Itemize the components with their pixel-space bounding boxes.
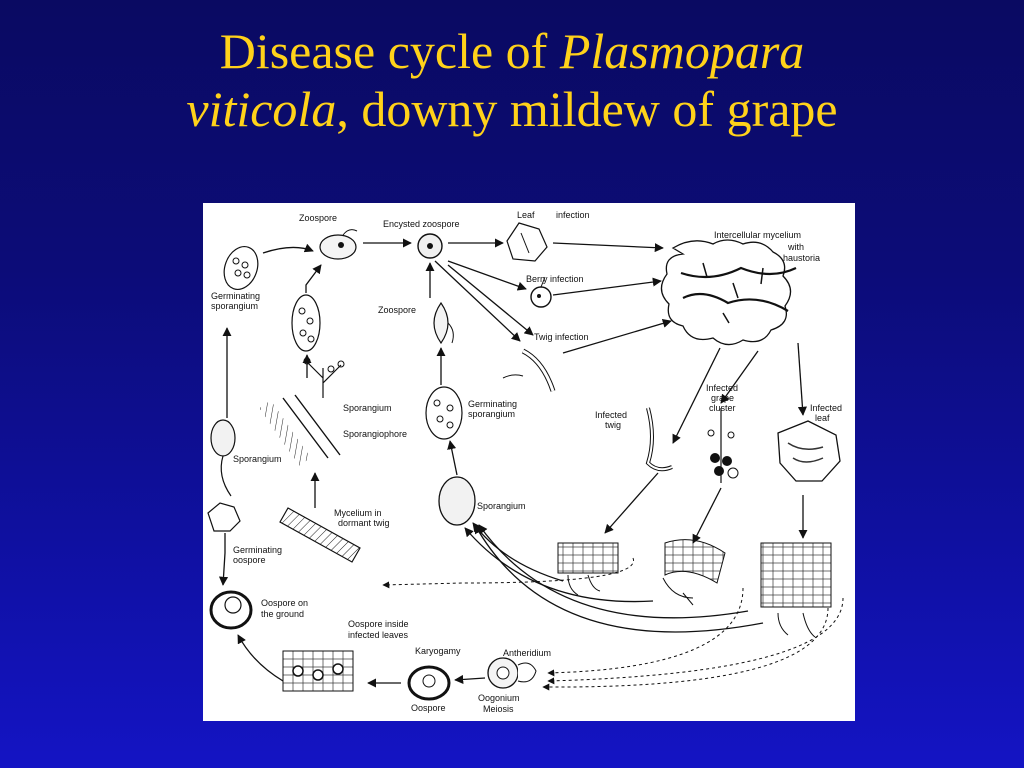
infected-grape-cluster-drawing xyxy=(708,408,738,483)
infected-twig-drawing xyxy=(648,408,672,469)
label-intercellular-mycelium-2: with xyxy=(787,242,804,252)
label-zoospore-mid: Zoospore xyxy=(378,305,416,315)
intercellular-mycelium-drawing xyxy=(661,240,796,345)
label-mycelium-dormant-2: dormant twig xyxy=(338,518,390,528)
germinating-sporangium-drawing-left xyxy=(292,295,320,351)
title-line-2: viticola, downy mildew of grape xyxy=(0,80,1024,138)
title-line-1: Disease cycle of Plasmopara xyxy=(0,22,1024,80)
title-italic-species: viticola xyxy=(186,81,336,137)
label-germinating-sporangium-left-1: Germinating xyxy=(211,291,260,301)
label-infected-twig-2: twig xyxy=(605,420,621,430)
sporangiophore-drawing xyxy=(259,358,344,466)
label-oospore-bottom: Oospore xyxy=(411,703,446,713)
label-infected-leaf-1: Infected xyxy=(810,403,842,413)
label-sporangium-mid: Sporangium xyxy=(477,501,526,511)
label-oospore-ground-2: the ground xyxy=(261,609,304,619)
title-italic-genus: Plasmopara xyxy=(560,23,804,79)
label-encysted-zoospore: Encysted zoospore xyxy=(383,219,460,229)
oospore-ground-drawing xyxy=(211,592,251,628)
label-mycelium-dormant-1: Mycelium in xyxy=(334,508,382,518)
label-oospore-inside-2: infected leaves xyxy=(348,630,409,640)
zoospore-drawing-mid xyxy=(434,303,453,343)
label-leaf: Leaf xyxy=(517,210,535,220)
leaf-infection-drawing xyxy=(507,223,547,261)
label-zoospore-top: Zoospore xyxy=(299,213,337,223)
oospore-bottom-drawing xyxy=(409,667,449,699)
tissue-section-berry xyxy=(663,540,725,605)
title-plain-1: Disease cycle of xyxy=(220,23,560,79)
label-berry-infection: Berry infection xyxy=(526,274,584,284)
tissue-section-leaf xyxy=(761,543,831,637)
label-germinating-oospore-1: Germinating xyxy=(233,545,282,555)
label-infected-leaf-2: leaf xyxy=(815,413,830,423)
label-karyogamy: Karyogamy xyxy=(415,646,461,656)
label-infected-twig-1: Infected xyxy=(595,410,627,420)
germinating-sporangium-drawing-mid xyxy=(426,387,462,439)
oospore-inside-leaves-drawing xyxy=(283,651,353,691)
label-sporangium-upper: Sporangium xyxy=(343,403,392,413)
label-intercellular-mycelium-1: Intercellular mycelium xyxy=(714,230,801,240)
label-infected-grape-2: grape xyxy=(711,393,734,403)
label-germinating-sporangium-mid-1: Germinating xyxy=(468,399,517,409)
twig-infection-drawing xyxy=(503,351,553,391)
label-germinating-oospore-2: oospore xyxy=(233,555,266,565)
label-oospore-inside-1: Oospore inside xyxy=(348,619,409,629)
slide-title: Disease cycle of Plasmopara viticola, do… xyxy=(0,22,1024,138)
label-antheridium: Antheridium xyxy=(503,648,551,658)
title-plain-2: , downy mildew of grape xyxy=(336,81,837,137)
sporangium-drawing-mid xyxy=(439,477,475,525)
label-germinating-sporangium-mid-2: sporangium xyxy=(468,409,515,419)
label-germinating-sporangium-left-2: sporangium xyxy=(211,301,258,311)
label-intercellular-mycelium-3: haustoria xyxy=(783,253,820,263)
label-sporangiophore: Sporangiophore xyxy=(343,429,407,439)
sporangium-drawing-left xyxy=(208,420,240,531)
label-infected-grape-1: Infected xyxy=(706,383,738,393)
infected-leaf-drawing xyxy=(778,421,840,481)
germinating-sporangium-drawing-topleft xyxy=(218,242,263,294)
label-oogonium: Oogonium xyxy=(478,693,520,703)
diagram-svg: Zoospore Encysted zoospore Leaf infectio… xyxy=(203,203,855,721)
label-oospore-ground-1: Oospore on xyxy=(261,598,308,608)
disease-cycle-diagram: Zoospore Encysted zoospore Leaf infectio… xyxy=(203,203,855,721)
label-infected-grape-3: cluster xyxy=(709,403,736,413)
tissue-section-twig xyxy=(558,543,618,595)
antheridium-oogonium-drawing xyxy=(488,658,536,688)
label-twig-infection: Twig infection xyxy=(534,332,589,342)
label-sporangium-left: Sporangium xyxy=(233,454,282,464)
zoospore-drawing-top xyxy=(320,230,357,259)
encysted-zoospore-drawing xyxy=(418,234,442,258)
label-meiosis: Meiosis xyxy=(483,704,514,714)
label-infection: infection xyxy=(556,210,590,220)
